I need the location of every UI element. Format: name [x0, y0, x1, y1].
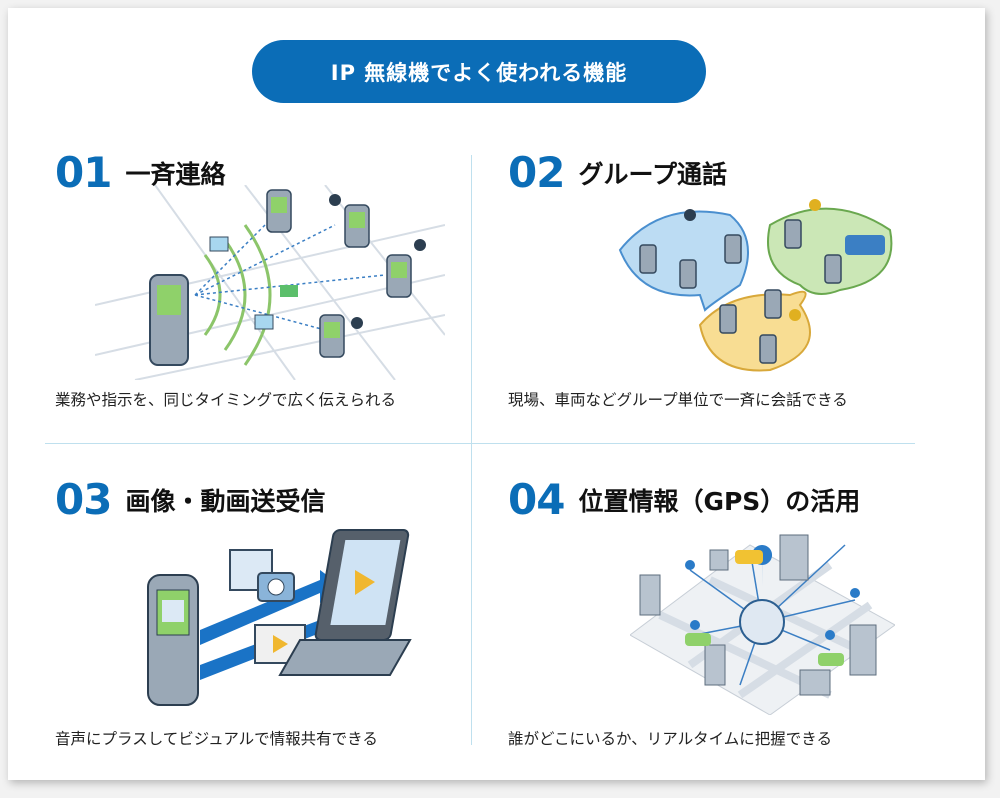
feature-02-heading: 02 グループ通話: [508, 148, 727, 197]
feature-04-heading: 04 位置情報（GPS）の活用: [508, 475, 860, 524]
media-transfer-illustration: [147, 529, 412, 706]
feature-03-heading: 03 画像・動画送受信: [55, 475, 325, 524]
feature-01-heading: 01 一斉連絡: [55, 148, 225, 197]
feature-title: グループ通話: [578, 159, 727, 189]
feature-title: 位置情報（GPS）の活用: [578, 486, 861, 516]
feature-number: 04: [508, 475, 565, 524]
feature-description: 業務や指示を、同じタイミングで広く伝えられる: [55, 391, 397, 409]
group-call-illustration: [618, 199, 893, 372]
broadcast-illustration: [95, 185, 445, 380]
feature-number: 02: [508, 148, 565, 197]
vertical-divider: [471, 155, 472, 745]
feature-title: 一斉連絡: [125, 159, 226, 189]
feature-number: 03: [55, 475, 112, 524]
feature-description: 誰がどこにいるか、リアルタイムに把握できる: [508, 730, 832, 748]
feature-number: 01: [55, 148, 112, 197]
feature-description: 現場、車両などグループ単位で一斉に会話できる: [508, 391, 848, 409]
gps-map-illustration: [630, 534, 895, 715]
feature-description: 音声にプラスしてビジュアルで情報共有できる: [55, 730, 378, 748]
feature-title: 画像・動画送受信: [125, 486, 326, 516]
page-title: IP 無線機でよく使われる機能: [252, 40, 706, 103]
horizontal-divider: [45, 443, 915, 444]
